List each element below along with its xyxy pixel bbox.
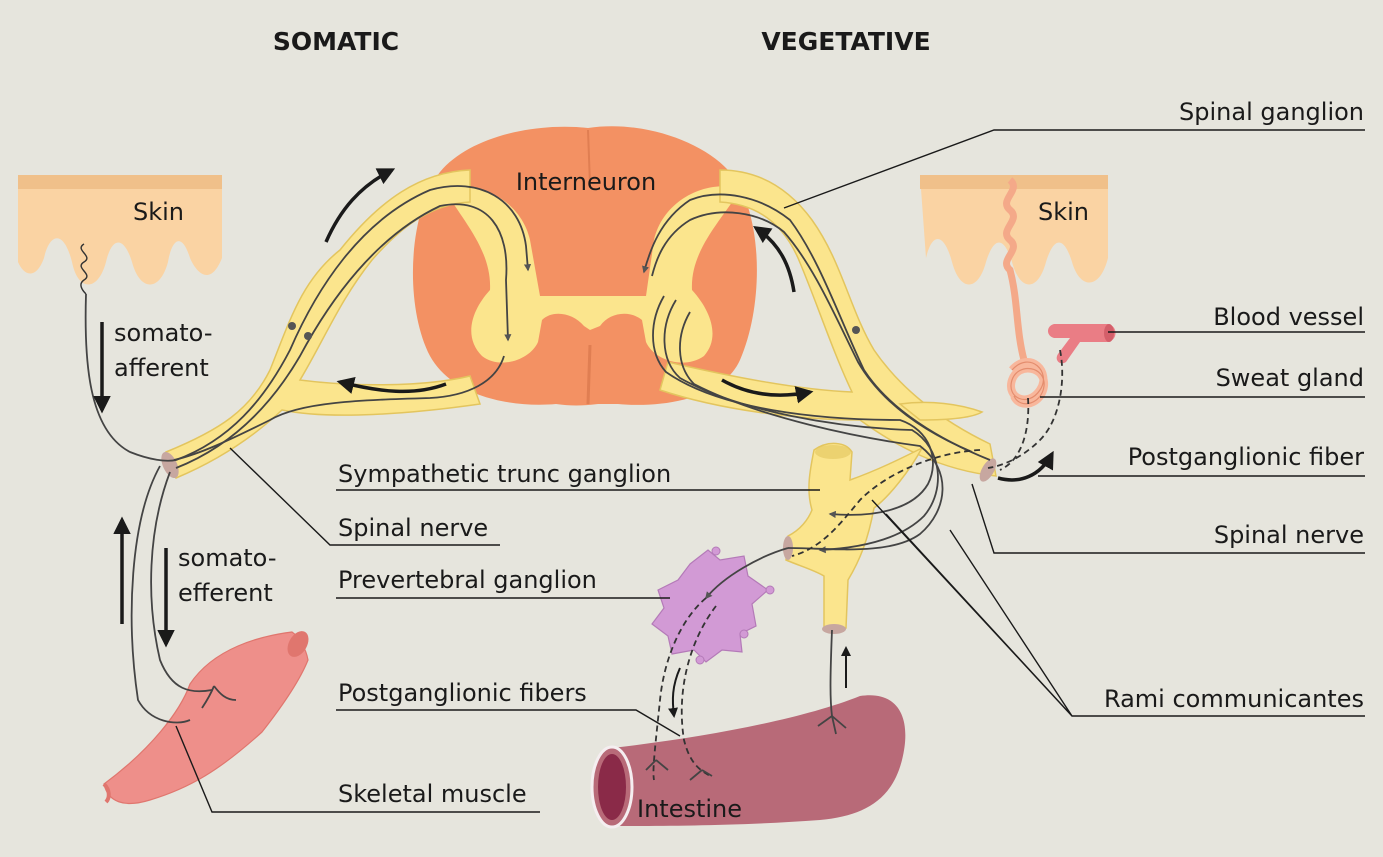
spinal-nerve-left-label: Spinal nerve — [338, 514, 488, 542]
sweat-gland — [1003, 177, 1048, 408]
blood-vessel — [1048, 324, 1116, 364]
intestine-label: Intestine — [637, 795, 742, 823]
somatic-heading: SOMATIC — [273, 27, 399, 56]
intestine — [590, 695, 906, 829]
postganglionic-fiber-label: Postganglionic fiber — [1128, 443, 1364, 471]
skeletal-muscle — [102, 631, 309, 805]
blood-vessel-label: Blood vessel — [1213, 303, 1364, 331]
leader-lines — [175, 129, 1365, 813]
skin-left-label: Skin — [133, 198, 184, 226]
somatic-fibers — [84, 185, 532, 724]
skin-left — [18, 175, 222, 295]
sympathetic-trunc-ganglion-label: Sympathetic trunc ganglion — [338, 460, 671, 488]
vegetative-fibers — [201, 193, 1064, 781]
vegetative-heading: VEGETATIVE — [761, 27, 930, 56]
grey-matter — [445, 186, 740, 363]
signal-direction-arrows — [93, 168, 1054, 718]
postganglionic-fibers-label: Postganglionic fibers — [338, 679, 587, 707]
rami-communicantes-label: Rami communicantes — [1104, 685, 1364, 713]
spinal-nerve-right-label: Spinal nerve — [1214, 521, 1364, 549]
somato-efferent-label-2: efferent — [178, 579, 273, 607]
spinal-nerve-right — [659, 169, 997, 482]
prevertebral-ganglion — [651, 546, 775, 665]
somato-afferent-label-1: somato- — [114, 319, 212, 347]
somato-afferent-label-2: afferent — [114, 354, 209, 382]
somato-efferent-label-1: somato- — [178, 544, 276, 572]
prevertebral-ganglion-label: Prevertebral ganglion — [338, 566, 597, 594]
spinal-nerve-left — [161, 169, 482, 479]
sweat-gland-label: Sweat gland — [1216, 364, 1364, 392]
skin-right-label: Skin — [1038, 198, 1089, 226]
interneuron-label: Interneuron — [516, 168, 656, 196]
skeletal-muscle-label: Skeletal muscle — [338, 780, 527, 808]
spinal-ganglion-label: Spinal ganglion — [1179, 98, 1364, 126]
